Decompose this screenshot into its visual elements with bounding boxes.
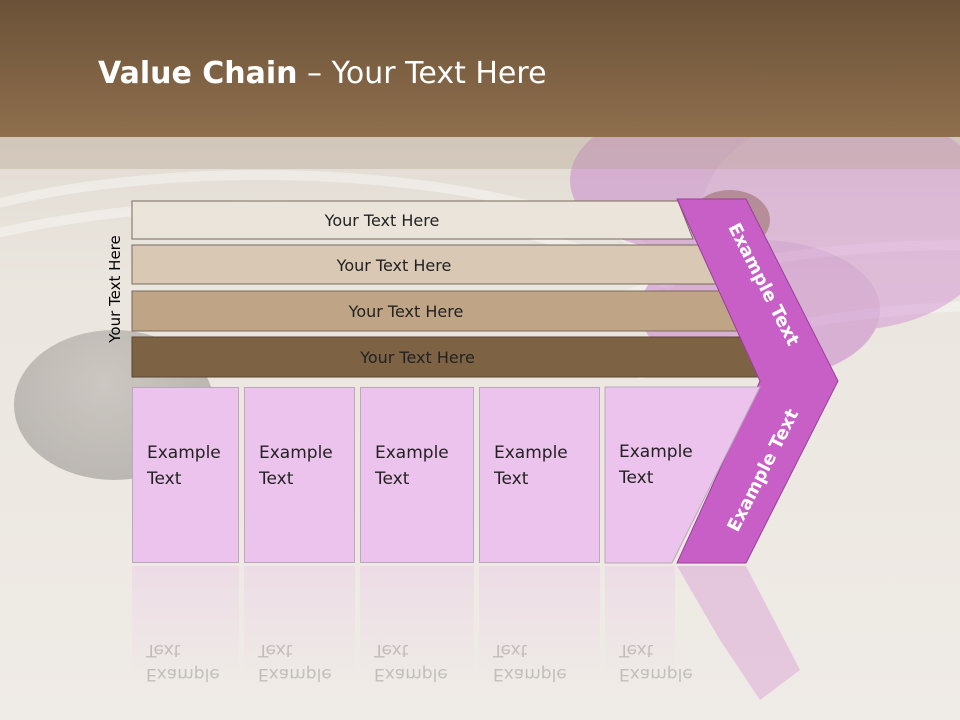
title-bar: Value Chain – Your Text Here <box>0 0 960 137</box>
band-row-3: Your Text Here <box>132 292 740 330</box>
example-box-reflection-5: Example Text <box>605 566 693 706</box>
page-title: Value Chain – Your Text Here <box>98 56 547 91</box>
example-box-text: Example Text <box>259 443 333 489</box>
reflection-text: Example Text <box>146 640 220 684</box>
band-row-4: Your Text Here <box>132 338 763 376</box>
band-label: Your Text Here <box>324 210 440 230</box>
sand-ripple <box>0 170 720 490</box>
example-box-3: Example Text <box>360 387 474 563</box>
band-row-1: Your Text Here <box>132 201 692 239</box>
example-box-text: Example Text <box>147 443 221 489</box>
example-box-text: Example Text <box>375 443 449 489</box>
example-box-reflection-2: Example Text <box>244 566 355 706</box>
example-box-5-shape <box>604 386 761 564</box>
title-bold: Value Chain <box>98 56 298 91</box>
reflection-text: Example Text <box>619 640 693 684</box>
band-label: Your Text Here <box>360 347 475 367</box>
reflection-text: Example Text <box>258 640 332 684</box>
band-label: Your Text Here <box>336 255 452 275</box>
example-box-text: Example Text <box>494 443 568 489</box>
band-shape-1 <box>131 200 694 240</box>
example-box-reflection-1: Example Text <box>132 566 239 706</box>
example-box-4: Example Text <box>479 387 600 563</box>
band-row-2: Your Text Here <box>132 246 716 284</box>
example-box-5: Example Text <box>605 387 695 563</box>
example-box-1: Example Text <box>132 387 239 563</box>
reflection-text: Example Text <box>374 640 448 684</box>
band-label: Your Text Here <box>348 301 464 321</box>
title-underbar <box>0 137 960 169</box>
example-box-reflection-4: Example Text <box>479 566 600 706</box>
example-box-text: Example Text <box>619 442 693 488</box>
chevron-arrow-reflection <box>677 566 800 700</box>
chevron-arrow <box>676 198 839 564</box>
example-box-reflection-3: Example Text <box>360 566 474 706</box>
title-rest: – Your Text Here <box>297 56 547 91</box>
example-box-2: Example Text <box>244 387 355 563</box>
reflection-text: Example Text <box>493 640 567 684</box>
